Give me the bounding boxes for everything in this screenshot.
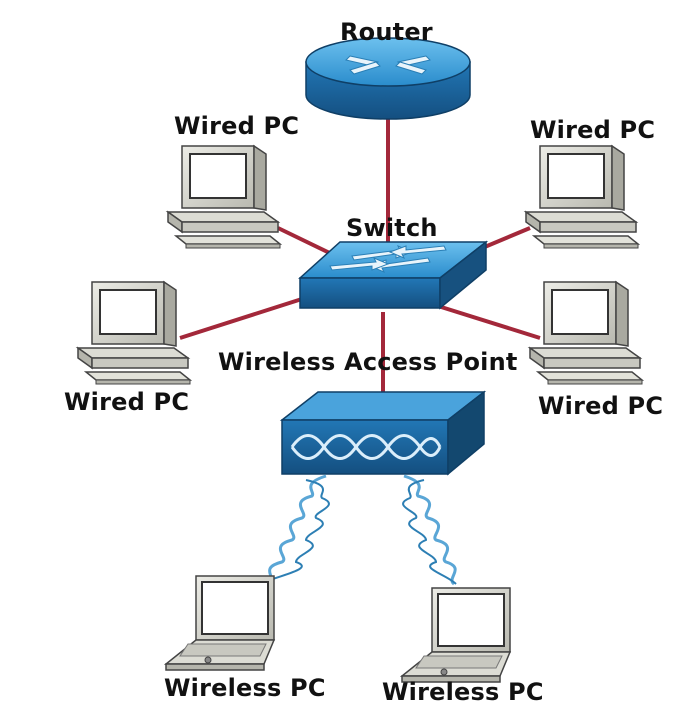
wireless-signal-left — [267, 474, 330, 582]
router-icon — [305, 37, 471, 120]
wireless-pc-right-label: Wireless PC — [382, 678, 544, 706]
wireless-pc-left-icon — [165, 575, 275, 671]
link-switch-wired-pc-mid-left — [179, 296, 306, 340]
wireless-access-point-label: Wireless Access Point — [218, 348, 518, 376]
wired-pc-top-right-label: Wired PC — [530, 116, 656, 144]
wireless-signal-right — [402, 474, 457, 586]
wired-pc-top-left-icon — [167, 145, 281, 249]
wired-pc-top-right-icon — [525, 145, 639, 249]
wireless-pc-left-label: Wireless PC — [164, 674, 326, 702]
wired-pc-mid-right-label: Wired PC — [538, 392, 664, 420]
switch-label: Switch — [346, 214, 438, 242]
router-label: Router — [340, 18, 433, 46]
wired-pc-top-left-label: Wired PC — [174, 112, 300, 140]
wired-pc-mid-left-icon — [77, 281, 191, 385]
wireless-pc-right-icon — [401, 587, 511, 683]
wireless-access-point-icon — [279, 390, 487, 476]
wired-pc-mid-right-icon — [529, 281, 643, 385]
wired-pc-mid-left-label: Wired PC — [64, 388, 190, 416]
switch-icon — [298, 240, 489, 310]
link-switch-wired-pc-mid-right — [437, 304, 541, 340]
